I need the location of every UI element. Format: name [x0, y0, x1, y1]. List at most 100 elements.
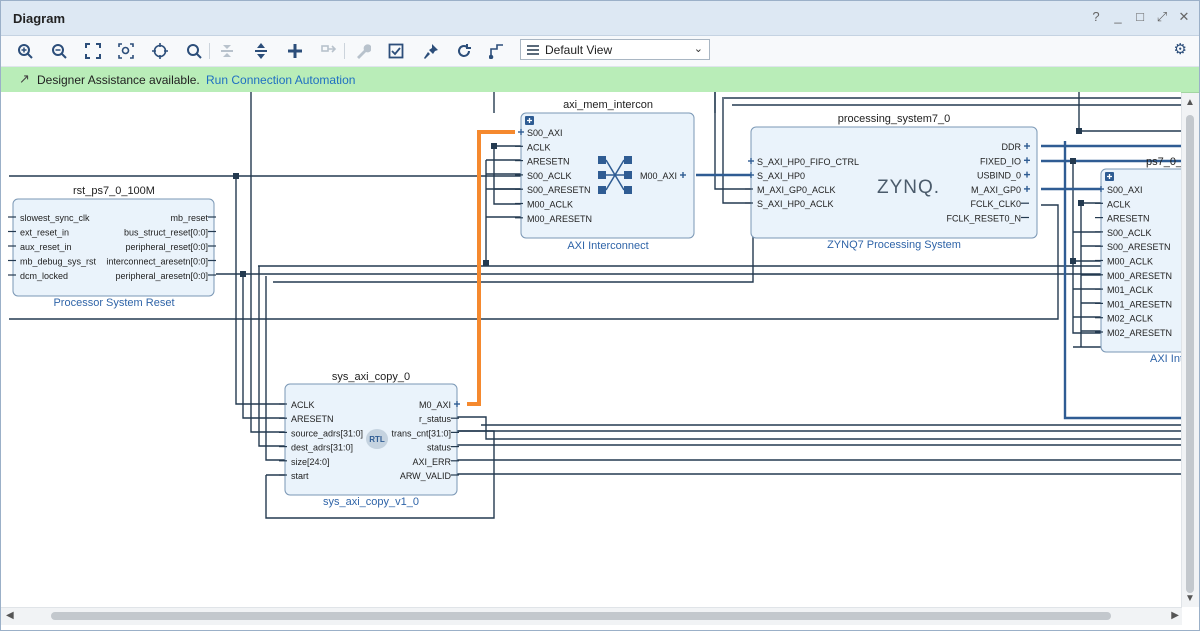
port-label: ext_reset_in — [20, 228, 69, 238]
port-label: S_AXI_HP0_ACLK — [757, 199, 834, 209]
crossbar-icon — [598, 156, 632, 194]
scroll-right-icon[interactable]: ▶ — [1171, 610, 1179, 621]
minimize-button[interactable]: _ — [1114, 9, 1122, 24]
port-label: ARESETN — [291, 414, 334, 424]
port-label: S00_AXI — [527, 128, 563, 138]
port-label: source_adrs[31:0] — [291, 428, 363, 438]
port-label: interconnect_aresetn[0:0] — [106, 257, 208, 267]
port-label: M_AXI_GP0_ACLK — [757, 185, 836, 195]
zoom-out-icon[interactable] — [47, 40, 71, 62]
collapse-icon[interactable] — [215, 40, 239, 62]
horizontal-scroll-thumb[interactable] — [51, 612, 1111, 620]
vertical-scrollbar[interactable]: ▲ ▼ — [1181, 93, 1199, 607]
search-icon[interactable] — [182, 40, 206, 62]
target-icon[interactable] — [148, 40, 172, 62]
port-label: M_AXI_GP0 — [971, 185, 1021, 195]
designer-assistance-bar: ↗ Designer Assistance available. Run Con… — [1, 67, 1199, 93]
port-label: slowest_sync_clk — [20, 213, 90, 223]
rst-caption: Processor System Reset — [53, 297, 174, 309]
port-label: USBIND_0 — [977, 171, 1021, 181]
assist-message: Designer Assistance available. — [37, 73, 200, 87]
make-connection-icon[interactable] — [317, 40, 341, 62]
expand-icon[interactable] — [249, 40, 273, 62]
port-label: FCLK_CLK0 — [970, 199, 1021, 209]
title-bar: Diagram ? _ □ ⤢ ✕ — [1, 1, 1199, 36]
chevron-down-icon: ⌄ — [693, 43, 703, 55]
refresh-icon[interactable] — [452, 40, 476, 62]
mem-ports: S00_AXIACLKARESETNS00_ACLKS00_ARESETNM00… — [515, 128, 686, 224]
ps70-ports: S00_AXIACLKARESETNS00_ACLKS00_ARESETNM00… — [1095, 185, 1172, 338]
window-controls: ? _ □ ⤢ ✕ — [1089, 9, 1191, 25]
port-label: peripheral_reset[0:0] — [125, 242, 208, 252]
zoom-fit-icon[interactable] — [114, 40, 138, 62]
port-label: S00_ACLK — [527, 171, 572, 181]
port-label: M02_ACLK — [1107, 314, 1153, 324]
port-label: M0_AXI — [419, 400, 451, 410]
port-label: ARW_VALID — [400, 471, 452, 481]
port-label: M00_ARESETN — [527, 214, 592, 224]
port-label: M02_ARESETN — [1107, 328, 1172, 338]
gear-icon[interactable]: ⚙ — [1173, 41, 1187, 58]
block-sys-axi-copy[interactable]: sys_axi_copy_0 sys_axi_copy_v1_0 RTL ACL… — [279, 371, 460, 508]
port-label: ARESETN — [527, 157, 570, 167]
port-label: trans_cnt[31:0] — [391, 428, 451, 438]
ps7-caption: ZYNQ7 Processing System — [827, 239, 961, 251]
rtl-badge-label: RTL — [369, 435, 385, 444]
interface-nets — [696, 141, 1181, 420]
ps7-instance-name: processing_system7_0 — [838, 113, 951, 125]
port-label: S_AXI_HP0_FIFO_CTRL — [757, 157, 859, 167]
close-button[interactable]: ✕ — [1178, 9, 1190, 24]
horizontal-scrollbar[interactable]: ◀ ▶ — [1, 607, 1182, 625]
port-label: bus_struct_reset[0:0] — [124, 228, 208, 238]
port-label: size[24:0] — [291, 457, 330, 467]
block-ps7-0-axi-periph[interactable]: ps7_0_ AXI Int S00_AXIACLKARESETNS00_ACL… — [1095, 156, 1181, 365]
view-select[interactable]: Default View ⌄ — [520, 39, 710, 60]
port-label: start — [291, 471, 309, 481]
highlight-connection — [467, 130, 515, 406]
add-ip-icon[interactable] — [283, 40, 307, 62]
rst-block-body — [12, 198, 215, 297]
vertical-scroll-thumb[interactable] — [1186, 115, 1194, 593]
pin-icon[interactable] — [419, 40, 443, 62]
port-label: mb_debug_sys_rst — [20, 257, 97, 267]
float-button[interactable]: ⤢ — [1156, 9, 1168, 24]
port-label: FCLK_RESET0_N — [946, 214, 1021, 224]
scroll-down-icon[interactable]: ▼ — [1185, 593, 1195, 604]
port-label: peripheral_aresetn[0:0] — [115, 271, 208, 281]
zynq-logo: ZYNQ. — [877, 177, 940, 198]
wrench-icon[interactable] — [351, 40, 375, 62]
port-label: ARESETN — [1107, 214, 1150, 224]
block-rst-ps7[interactable]: rst_ps7_0_100M Processor System Reset sl… — [8, 185, 216, 309]
help-button[interactable]: ? — [1092, 9, 1100, 24]
run-connection-automation-link[interactable]: Run Connection Automation — [206, 73, 356, 87]
validate-icon[interactable] — [384, 40, 408, 62]
block-processing-system7[interactable]: processing_system7_0 ZYNQ7 Processing Sy… — [745, 113, 1038, 251]
port-label: S00_ACLK — [1107, 228, 1152, 238]
ps70-instance-name: ps7_0_ — [1146, 156, 1181, 168]
scroll-up-icon[interactable]: ▲ — [1185, 97, 1195, 108]
mem-caption: AXI Interconnect — [567, 240, 648, 252]
port-label: aux_reset_in — [20, 242, 72, 252]
port-label: M01_ARESETN — [1107, 299, 1172, 309]
nets — [9, 92, 1181, 519]
window-title: Diagram — [13, 11, 66, 26]
port-label: AXI_ERR — [412, 457, 451, 467]
port-label: FIXED_IO — [980, 156, 1021, 166]
view-list-icon — [527, 45, 539, 55]
copy-instance-name: sys_axi_copy_0 — [332, 371, 410, 383]
copy-ports: ACLKARESETNsource_adrs[31:0]dest_adrs[31… — [279, 400, 460, 481]
ps7-block-body — [750, 126, 1038, 239]
block-axi-mem-intercon[interactable]: axi_mem_intercon AXI Interconnect S00_AX… — [515, 99, 695, 252]
scroll-left-icon[interactable]: ◀ — [6, 610, 14, 621]
port-label: M01_ACLK — [1107, 285, 1153, 295]
optimize-routing-icon[interactable] — [485, 40, 509, 62]
zoom-in-icon[interactable] — [13, 40, 37, 62]
port-label: status — [427, 443, 452, 453]
diagram-canvas[interactable]: rst_ps7_0_100M Processor System Reset sl… — [1, 92, 1181, 607]
restore-button[interactable]: □ — [1136, 9, 1144, 24]
port-label: M00_ARESETN — [1107, 271, 1172, 281]
port-label: DDR — [1002, 142, 1022, 152]
port-label: M00_ACLK — [527, 200, 573, 210]
fit-icon[interactable] — [81, 40, 105, 62]
